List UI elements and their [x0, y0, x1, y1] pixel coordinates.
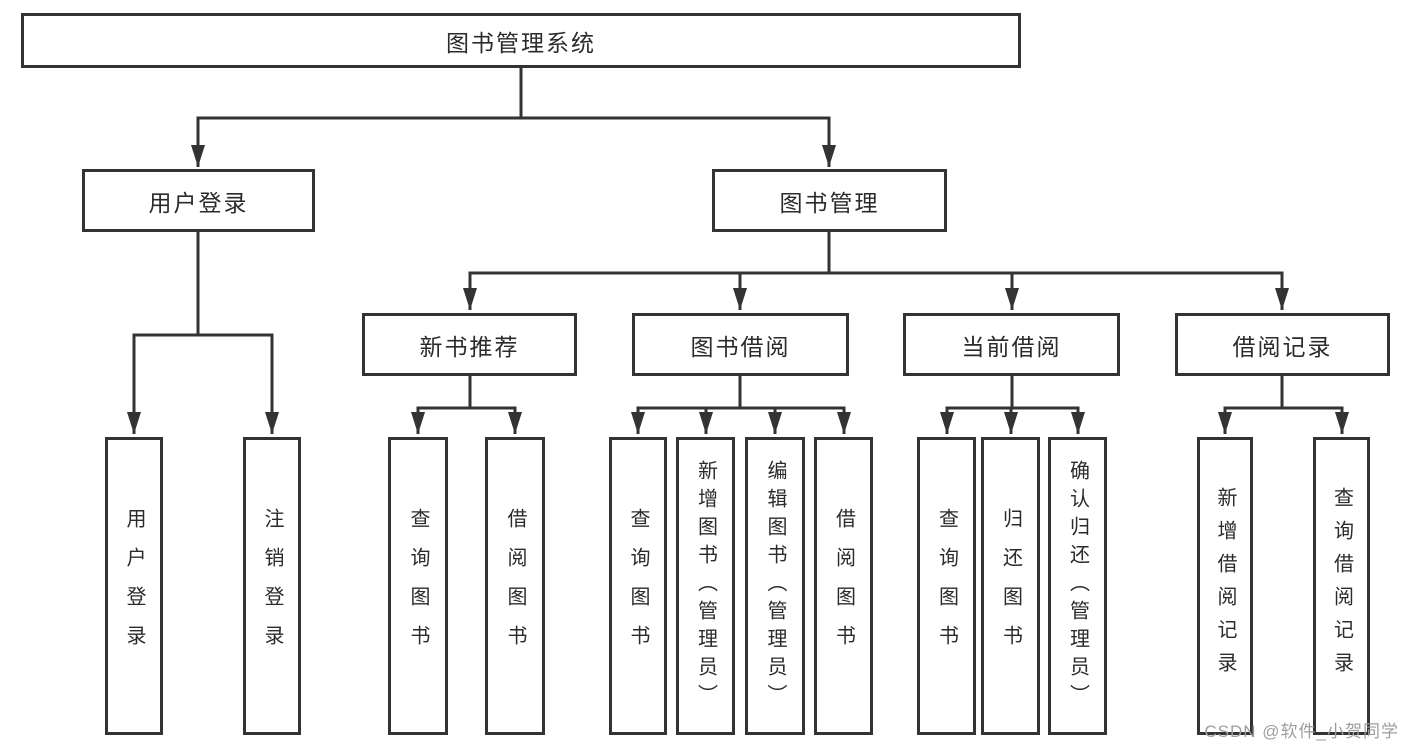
node-book-management: 图书管理	[712, 169, 947, 232]
node-label: 归还图书	[999, 508, 1022, 664]
leaf-add-books-admin: 新增图书（管理员）	[676, 437, 735, 735]
node-label: 新增借阅记录	[1214, 487, 1236, 685]
node-label: 查询图书	[627, 508, 649, 664]
node-label: 确认归还（管理员）	[1066, 460, 1089, 712]
leaf-query-borrow-record: 查询借阅记录	[1313, 437, 1370, 735]
node-label: 查询图书	[407, 508, 429, 664]
leaf-user-login: 用户登录	[105, 437, 163, 735]
leaf-query-books-current: 查询图书	[917, 437, 976, 735]
leaf-add-borrow-record: 新增借阅记录	[1197, 437, 1253, 735]
node-label: 查询图书	[935, 508, 958, 664]
node-user-login: 用户登录	[82, 169, 315, 232]
leaf-query-books-recommend: 查询图书	[388, 437, 448, 735]
leaf-borrow-books-recommend: 借阅图书	[485, 437, 545, 735]
leaf-confirm-return-admin: 确认归还（管理员）	[1048, 437, 1107, 735]
node-label: 新书推荐	[419, 333, 520, 360]
node-label: 用户登录	[148, 189, 249, 216]
node-library-management-system: 图书管理系统	[21, 13, 1021, 68]
leaf-return-books: 归还图书	[981, 437, 1040, 735]
node-label: 新增图书（管理员）	[694, 460, 717, 712]
csdn-watermark: CSDN @软件_小贺同学	[1204, 722, 1399, 741]
leaf-borrow-books: 借阅图书	[814, 437, 873, 735]
node-label: 图书管理系统	[446, 29, 596, 56]
node-label: 借阅图书	[504, 508, 526, 664]
node-label: 注销登录	[261, 508, 283, 664]
node-new-book-recommend: 新书推荐	[362, 313, 577, 376]
node-label: 图书管理	[779, 189, 880, 216]
node-label: 当前借阅	[961, 333, 1062, 360]
node-label: 查询借阅记录	[1330, 487, 1353, 685]
leaf-edit-books-admin: 编辑图书（管理员）	[745, 437, 805, 735]
node-current-borrow: 当前借阅	[903, 313, 1120, 376]
node-label: 借阅记录	[1232, 333, 1333, 360]
node-label: 图书借阅	[690, 333, 791, 360]
leaf-logout: 注销登录	[243, 437, 301, 735]
node-label: 借阅图书	[832, 508, 855, 664]
node-label: 编辑图书（管理员）	[764, 460, 786, 712]
node-label: 用户登录	[123, 508, 145, 664]
node-book-borrow: 图书借阅	[632, 313, 849, 376]
leaf-query-books-borrow: 查询图书	[609, 437, 667, 735]
node-borrow-records: 借阅记录	[1175, 313, 1390, 376]
